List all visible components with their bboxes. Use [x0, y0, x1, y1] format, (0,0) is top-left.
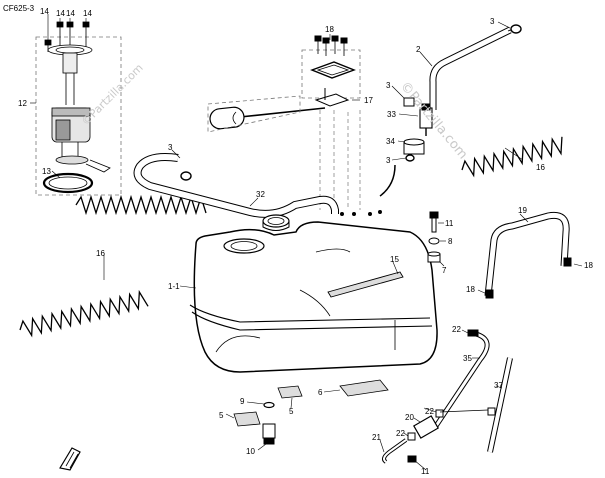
callout-15: 15	[390, 255, 399, 264]
callout-16-right: 16	[536, 163, 545, 172]
bolt-washer-grommet	[427, 211, 441, 263]
callout-19: 19	[518, 206, 527, 215]
callout-34: 34	[386, 137, 395, 146]
callout-37: 37	[494, 381, 503, 390]
callout-3-cap: 3	[386, 81, 391, 90]
vent-hose	[133, 153, 396, 218]
callout-5-right: 5	[289, 407, 294, 416]
callout-3-mid: 3	[386, 156, 391, 165]
callout-35: 35	[463, 354, 472, 363]
callout-5-left: 5	[219, 411, 224, 420]
callout-21: 21	[372, 433, 381, 442]
callout-14d: 14	[83, 9, 92, 18]
callout-16-left: 16	[96, 249, 105, 258]
callout-11-top: 11	[445, 219, 454, 228]
callout-1-1: 1-1	[168, 282, 180, 291]
callout-8: 8	[448, 237, 453, 246]
callout-18-top: 18	[325, 25, 334, 34]
breather-tube	[403, 24, 522, 162]
callout-2: 2	[416, 45, 421, 54]
front-direction-arrow-icon	[59, 447, 81, 471]
callout-14b: 14	[56, 9, 65, 18]
callout-14a: 14	[40, 7, 49, 16]
callout-12: 12	[18, 99, 27, 108]
fuel-level-sender	[207, 35, 361, 210]
pads-and-drain-bolt	[233, 379, 389, 445]
callout-3-hose: 3	[168, 143, 173, 152]
callout-22-mid: 22	[425, 407, 434, 416]
callout-14c: 14	[66, 9, 75, 18]
heat-shield-spring-left	[19, 194, 207, 338]
heat-shield-spring-right	[461, 136, 563, 178]
callout-18-bottom-left: 18	[466, 285, 475, 294]
callout-11-bottom: 11	[421, 467, 430, 476]
callout-22-low: 22	[396, 429, 405, 438]
callout-32: 32	[256, 190, 265, 199]
callout-leader-lines	[30, 14, 583, 471]
tank-strap	[484, 211, 572, 299]
callout-22-top: 22	[452, 325, 461, 334]
fuel-pump-assembly	[35, 21, 122, 196]
callout-20: 20	[405, 413, 414, 422]
callout-10: 10	[246, 447, 255, 456]
callout-18-bottom-right: 18	[584, 261, 593, 270]
callout-17: 17	[364, 96, 373, 105]
callout-7: 7	[442, 266, 447, 275]
fuel-line-and-connector	[382, 329, 513, 464]
callout-13: 13	[42, 167, 51, 176]
callout-3-top: 3	[490, 17, 495, 26]
callout-6: 6	[318, 388, 323, 397]
watermark-left: ©Partzilla.com	[79, 61, 146, 128]
callout-33: 33	[387, 110, 396, 119]
callout-labels: 14 14 14 14 12 13 16 16 18 17 3 2 3 33 3…	[18, 7, 593, 476]
diagram-code: CF625-3	[3, 4, 35, 13]
fuel-tank	[189, 210, 438, 373]
callout-9: 9	[240, 397, 245, 406]
